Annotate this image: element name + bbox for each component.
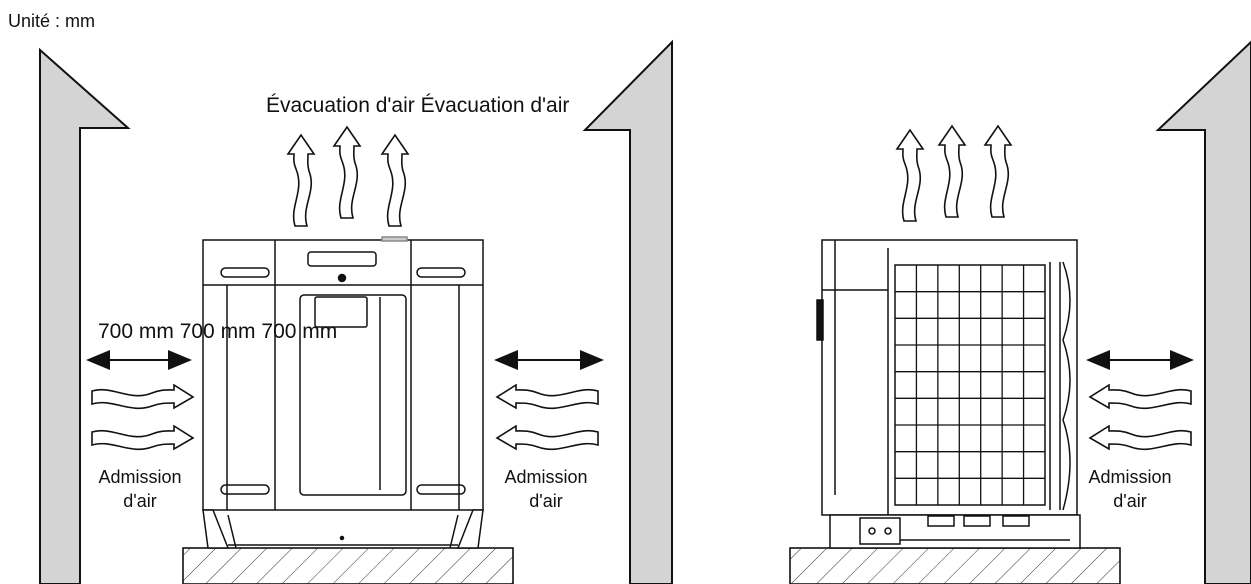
right-unit-side-view [816, 239, 1081, 549]
center-wall [582, 39, 673, 584]
left-base [182, 547, 514, 584]
left-wall [39, 47, 131, 584]
intake-label-center: Admission d'air [504, 467, 588, 511]
left-exhaust-arrows [287, 126, 409, 227]
left-intake-arrows [91, 384, 194, 451]
left-unit-front-view [202, 236, 484, 549]
intake-label-left: Admission d'air [98, 467, 182, 511]
clearance-dimension-label: 700 mm 700 mm 700 mm [98, 320, 338, 343]
right-wall [1155, 40, 1251, 584]
center-intake-arrows [496, 384, 599, 451]
right-base [789, 547, 1121, 584]
exhaust-label: Évacuation d'air Évacuation d'air [266, 94, 570, 117]
unit-label: Unité : mm [8, 11, 96, 31]
right-intake-arrows [1089, 384, 1192, 451]
right-exhaust-arrows [896, 125, 1012, 222]
intake-label-right: Admission d'air [1088, 467, 1172, 511]
